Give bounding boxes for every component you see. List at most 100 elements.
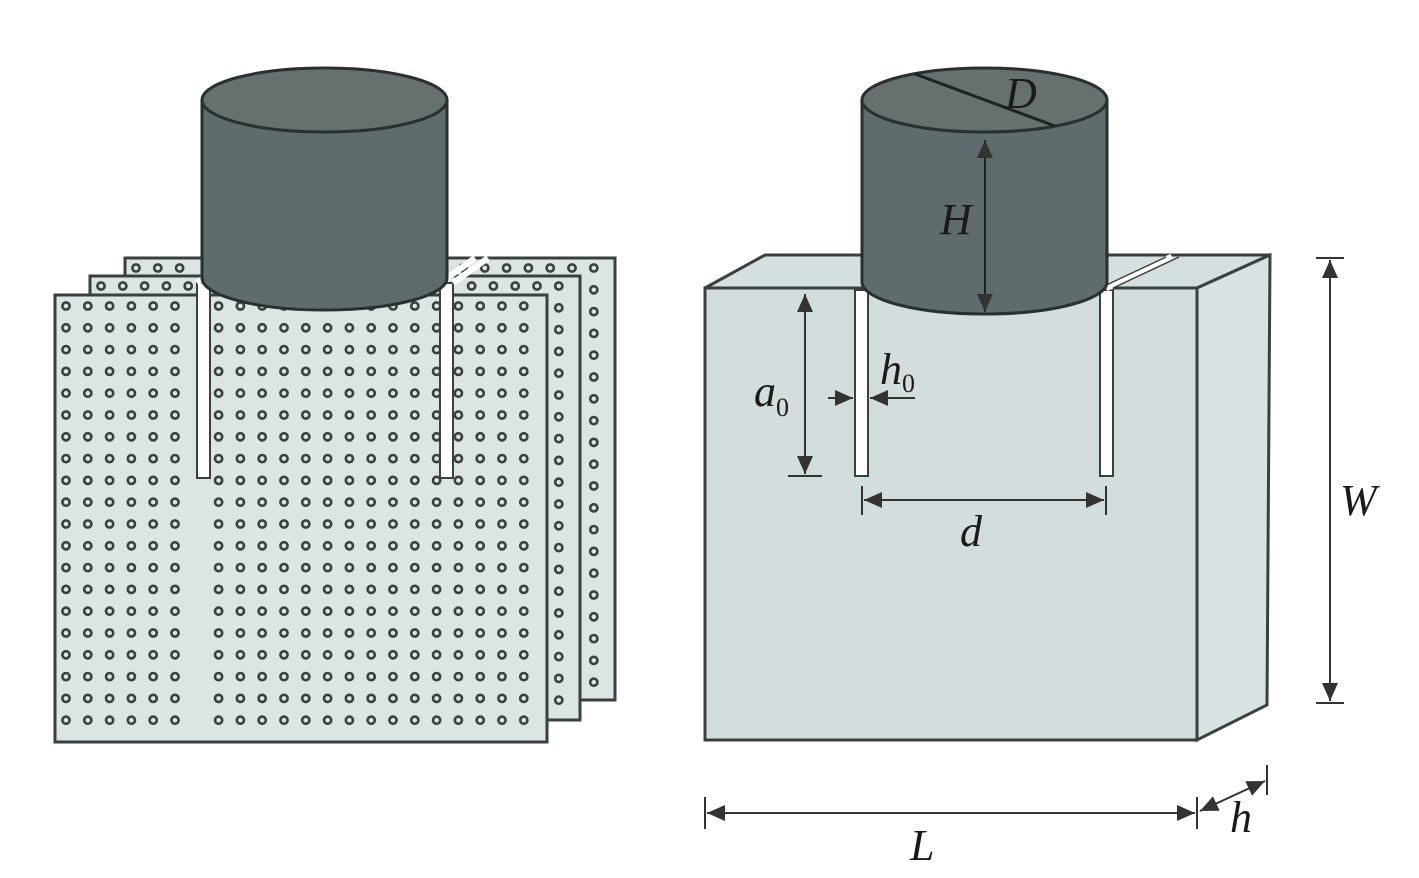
perforation-hole xyxy=(104,366,115,377)
perforation-hole xyxy=(588,546,599,557)
perforation-hole xyxy=(82,562,93,573)
perforation-hole xyxy=(170,715,180,726)
perforation-hole xyxy=(553,411,564,422)
perforation-hole xyxy=(126,431,137,442)
perforation-hole xyxy=(366,540,377,551)
perforation-hole xyxy=(553,281,564,291)
perforation-hole xyxy=(104,344,115,355)
perforation-hole xyxy=(388,344,398,355)
perforation-hole xyxy=(235,715,246,726)
perforation-hole xyxy=(366,497,377,508)
perforation-hole xyxy=(409,540,420,551)
perforation-hole xyxy=(497,322,507,333)
perforation-hole xyxy=(82,649,93,660)
perforation-hole xyxy=(475,562,486,573)
perforation-hole xyxy=(257,366,268,377)
perforation-hole xyxy=(235,453,246,464)
perforation-hole xyxy=(104,584,115,595)
perforation-hole xyxy=(344,540,355,551)
perforation-hole xyxy=(388,431,398,442)
perforation-hole xyxy=(257,410,268,420)
perforation-hole xyxy=(497,475,507,486)
perforation-hole xyxy=(366,715,377,726)
perforation-hole xyxy=(257,584,268,595)
perforation-hole xyxy=(213,344,224,355)
perforation-hole xyxy=(344,715,355,726)
perforation-hole xyxy=(588,502,599,513)
perforation-hole xyxy=(322,649,333,660)
perforation-hole xyxy=(388,388,398,399)
perforation-hole xyxy=(279,606,289,617)
perforation-hole xyxy=(82,301,93,311)
perforation-hole xyxy=(588,306,599,317)
perforation-hole xyxy=(497,562,507,573)
perforation-hole xyxy=(366,366,377,377)
perforation-hole xyxy=(257,519,268,529)
perforation-hole xyxy=(409,497,420,508)
perforation-hole xyxy=(152,263,163,273)
perforation-hole xyxy=(174,263,185,273)
perforation-hole xyxy=(235,584,246,595)
perforation-hole xyxy=(61,301,71,311)
perforation-hole xyxy=(213,453,224,464)
perforation-hole xyxy=(545,263,556,273)
perforation-hole xyxy=(148,344,159,355)
perforation-hole xyxy=(82,388,93,399)
perforation-hole xyxy=(553,695,564,706)
perforation-hole xyxy=(213,606,224,617)
perforation-hole xyxy=(279,649,289,660)
perforation-hole xyxy=(366,671,377,682)
perforation-hole xyxy=(497,453,507,464)
perforation-hole xyxy=(497,344,507,355)
perforation-hole xyxy=(388,453,398,464)
perforation-hole xyxy=(170,693,180,704)
right-notch xyxy=(439,282,454,479)
notch-right xyxy=(1099,289,1114,477)
perforation-hole xyxy=(453,649,464,660)
perforation-hole xyxy=(235,497,246,508)
perforation-hole xyxy=(453,410,464,420)
perforation-hole xyxy=(366,431,377,442)
perforation-hole xyxy=(453,497,464,508)
perforation-hole xyxy=(148,431,159,442)
perforation-hole xyxy=(344,344,355,355)
perforation-hole xyxy=(388,693,398,704)
perforation-hole xyxy=(279,540,289,551)
perforation-hole xyxy=(518,671,529,682)
perforation-hole xyxy=(148,562,159,573)
perforation-hole xyxy=(344,410,355,420)
perforation-hole xyxy=(148,606,159,617)
perforation-hole xyxy=(235,649,246,660)
perforation-hole xyxy=(518,453,529,464)
perforation-hole xyxy=(388,671,398,682)
perforation-hole xyxy=(61,388,71,399)
perforation-hole xyxy=(497,497,507,508)
perforation-hole xyxy=(235,562,246,573)
perforation-hole xyxy=(588,568,599,579)
perforation-hole xyxy=(453,344,464,355)
perforation-hole xyxy=(257,671,268,682)
perforation-hole xyxy=(170,519,180,529)
perforation-hole xyxy=(553,608,564,618)
perforation-hole xyxy=(148,649,159,660)
perforation-hole xyxy=(82,366,93,377)
block-side-face xyxy=(1195,252,1272,743)
right-cylinder xyxy=(860,66,1109,316)
perforation-hole xyxy=(213,540,224,551)
perforation-hole xyxy=(322,366,333,377)
perforation-hole xyxy=(257,628,268,638)
perforation-hole xyxy=(213,431,224,442)
perforation-hole xyxy=(322,453,333,464)
perforation-hole xyxy=(104,519,115,529)
perforation-hole xyxy=(126,410,137,420)
perforation-hole xyxy=(588,350,599,361)
perforation-hole xyxy=(497,584,507,595)
perforation-hole xyxy=(366,606,377,617)
perforation-hole xyxy=(126,388,137,399)
perforation-hole xyxy=(518,366,529,377)
perforation-hole xyxy=(61,519,71,529)
perforation-hole xyxy=(344,606,355,617)
perforation-hole xyxy=(518,344,529,355)
